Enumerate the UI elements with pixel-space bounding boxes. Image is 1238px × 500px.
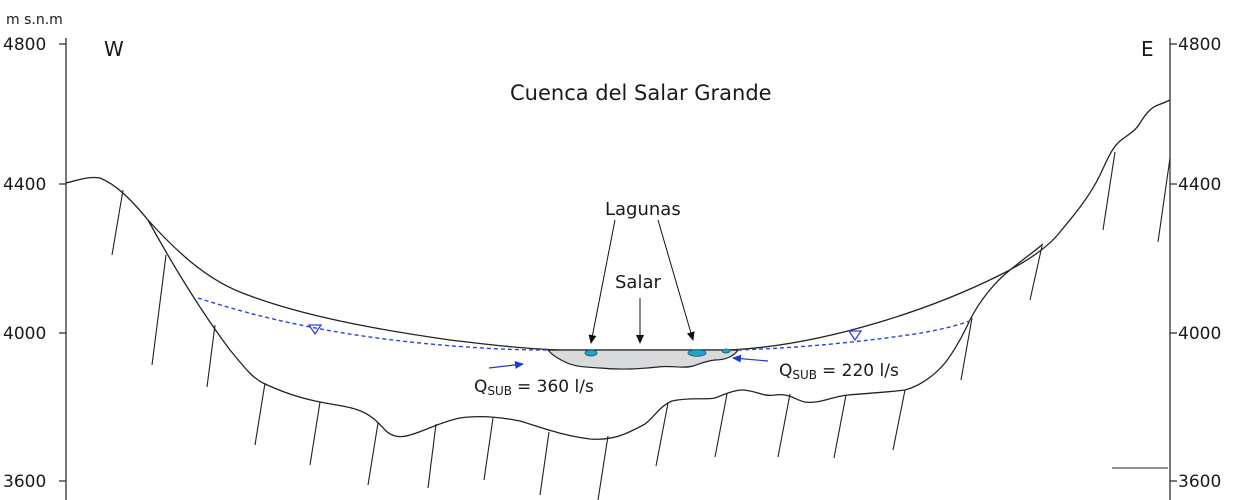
bedrock-surface — [147, 219, 1044, 440]
right-tick-3600: 3600 — [1178, 472, 1221, 492]
left-tick-4800: 4800 — [3, 35, 46, 55]
water-table-line — [197, 297, 971, 351]
lagunas-arrow-left — [588, 219, 616, 344]
left-tick-4000: 4000 — [3, 324, 46, 344]
salar-label: Salar — [615, 272, 661, 293]
flow-arrow-right — [732, 354, 769, 363]
laguna-right — [687, 349, 707, 357]
laguna-left — [584, 349, 598, 357]
lagunas-arrow-right — [657, 219, 695, 341]
left-tick-4400: 4400 — [3, 175, 46, 195]
flow-label-left: QSUB= 360 l/s — [474, 377, 594, 398]
water-table-symbol-left — [307, 324, 323, 336]
right-axis — [1169, 38, 1177, 500]
right-tick-4800: 4800 — [1178, 35, 1221, 55]
diagram-title: Cuenca del Salar Grande — [510, 81, 772, 105]
left-axis — [59, 38, 67, 500]
flow-arrow-left — [488, 360, 524, 369]
left-tick-3600: 3600 — [3, 472, 46, 492]
west-label: W — [104, 37, 124, 61]
east-label: E — [1141, 37, 1154, 61]
faults-right — [597, 151, 1171, 500]
faults-left — [111, 189, 550, 496]
axis-unit-label: m s.n.m — [6, 12, 63, 28]
right-tick-4000: 4000 — [1178, 324, 1221, 344]
ground-surface — [65, 99, 1171, 351]
right-tick-4400: 4400 — [1178, 175, 1221, 195]
salar-body — [546, 349, 740, 370]
laguna-right-small — [721, 348, 731, 354]
lagunas-label: Lagunas — [605, 199, 681, 220]
water-table-symbol-right — [847, 330, 863, 342]
flow-label-right: QSUB= 220 l/s — [779, 361, 899, 382]
